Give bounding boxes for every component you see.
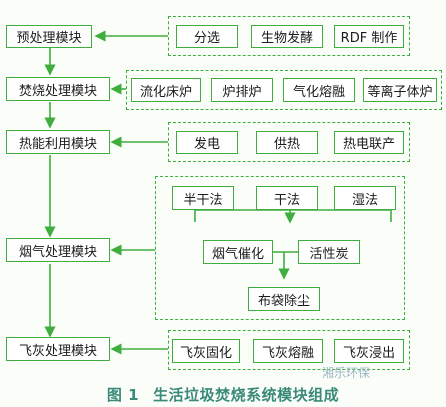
option-heating: 供热 [256,131,318,154]
option-grate-furnace: 炉排炉 [211,78,273,102]
option-biofermentation: 生物发酵 [251,25,323,48]
method-catalysis: 烟气催化 [203,240,273,264]
module-pretreatment: 预处理模块 [6,25,92,48]
figure-number: 图 1 [106,386,140,404]
figure-caption: 图 1 生活垃圾焚烧系统模块组成 [0,384,446,405]
option-power: 发电 [176,131,238,154]
option-ash-leaching: 飞灰浸出 [334,339,404,363]
method-semi-dry: 半干法 [172,186,234,210]
group-incineration [126,70,442,110]
group-flue-gas [155,176,405,320]
watermark: 湘乐环保 [322,366,371,380]
method-activated-carbon: 活性炭 [298,240,360,264]
method-dry: 干法 [256,186,318,210]
option-plasma-furnace: 等离子体炉 [363,78,437,102]
method-baghouse: 布袋除尘 [248,287,320,311]
group-heat-use [168,122,410,162]
module-incineration: 焚烧处理模块 [6,77,110,101]
option-fluidized-bed: 流化床炉 [131,78,201,102]
option-sorting: 分选 [176,25,238,48]
group-pretreatment [168,16,410,56]
group-fly-ash [168,330,410,370]
method-wet: 湿法 [334,186,396,210]
figure-title: 生活垃圾焚烧系统模块组成 [153,386,340,404]
module-fly-ash: 飞灰处理模块 [6,337,110,361]
option-gasification-melting: 气化熔融 [283,78,355,102]
module-heat-use: 热能利用模块 [6,130,110,154]
option-ash-melting: 飞灰熔融 [253,339,323,363]
option-ash-solidification: 飞灰固化 [172,339,240,363]
option-chp: 热电联产 [334,131,404,154]
module-flue-gas: 烟气处理模块 [6,238,110,262]
option-rdf: RDF 制作 [334,25,404,48]
